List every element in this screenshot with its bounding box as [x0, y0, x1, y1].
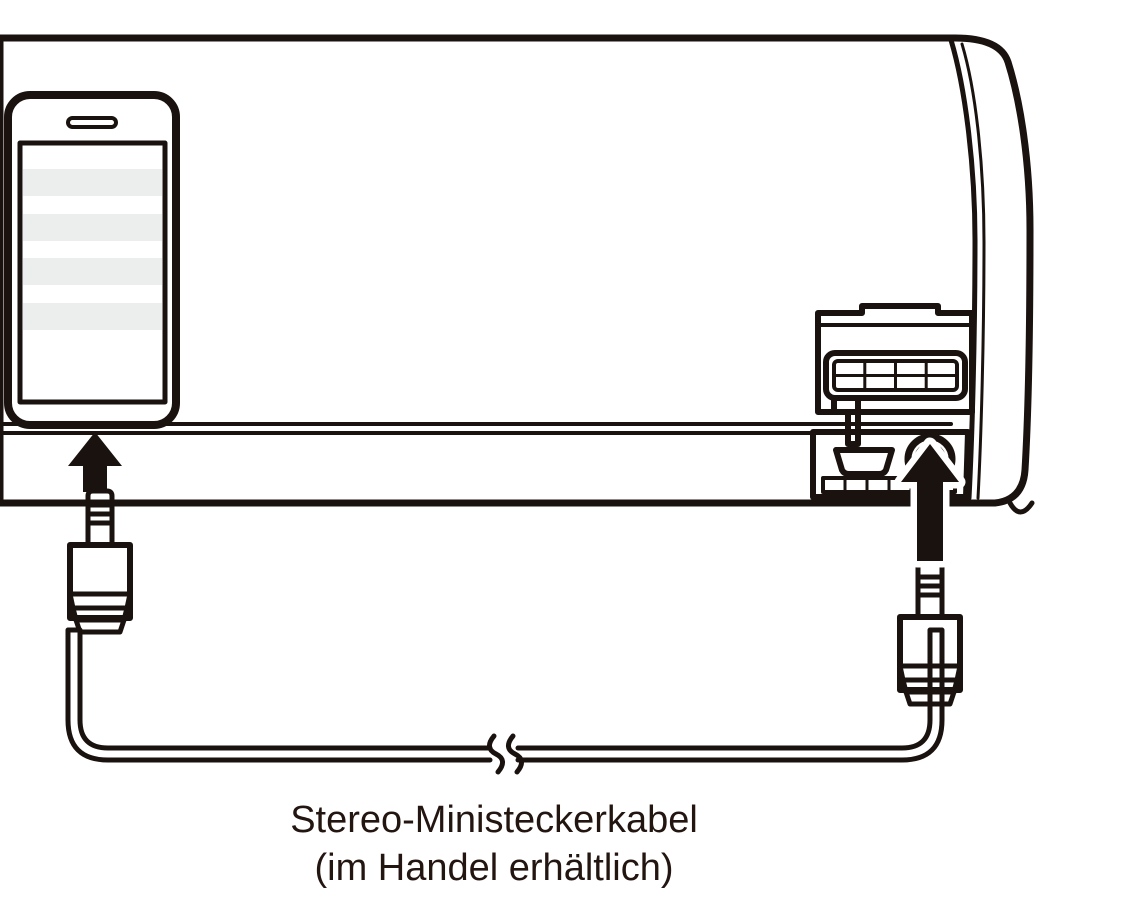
- cable-break-curve-left: [487, 733, 505, 775]
- lower-panel-frame: [810, 429, 971, 500]
- caption-line-1: Stereo-Ministeckerkabel: [290, 799, 698, 841]
- speaker-upper-panel: [815, 303, 975, 415]
- upper-panel-frame: [815, 303, 975, 415]
- cable-break-symbol: [479, 733, 529, 775]
- screen-stripe-4: [23, 303, 162, 330]
- screen-stripe-3: [23, 258, 162, 285]
- arrow-to-speaker-jack: [894, 437, 966, 568]
- caption-line-2: (im Handel erhältlich): [314, 847, 673, 889]
- cable-body: [65, 627, 945, 763]
- cable-break-curve-right: [506, 733, 524, 775]
- arrow-to-phone: [68, 432, 122, 492]
- phone-screen-content: [23, 169, 162, 330]
- plug-right-relief-3: [903, 689, 957, 707]
- screen-stripe-1: [23, 169, 162, 196]
- phone-earpiece-slot: [66, 116, 118, 129]
- phone-screen: [17, 140, 168, 405]
- grille-frame: [823, 350, 968, 401]
- speaker-body-outline: [0, 34, 1034, 507]
- speaker-unit: [0, 34, 1035, 515]
- phone-body: [4, 91, 180, 429]
- plug-left-tip: [85, 488, 115, 508]
- micro-usb-port: [833, 447, 895, 477]
- speaker-seam-line-outer: [948, 37, 978, 501]
- arrow-to-phone-glyph: [68, 432, 122, 492]
- plug-right-shaft: [915, 592, 945, 620]
- screen-stripe-2: [23, 214, 162, 241]
- speaker-foot: [1007, 500, 1035, 515]
- arrow-to-speaker-jack-glyph: [901, 444, 959, 561]
- panel-bracket-tab: [831, 395, 861, 447]
- plug-left-relief-3: [73, 617, 127, 635]
- plug-left-shaft: [85, 520, 115, 548]
- smartphone: [4, 91, 180, 429]
- speaker-seam-line-inner: [960, 42, 986, 500]
- cable-plug-left: [67, 488, 133, 635]
- stereo-mini-plug-cable: [65, 488, 963, 775]
